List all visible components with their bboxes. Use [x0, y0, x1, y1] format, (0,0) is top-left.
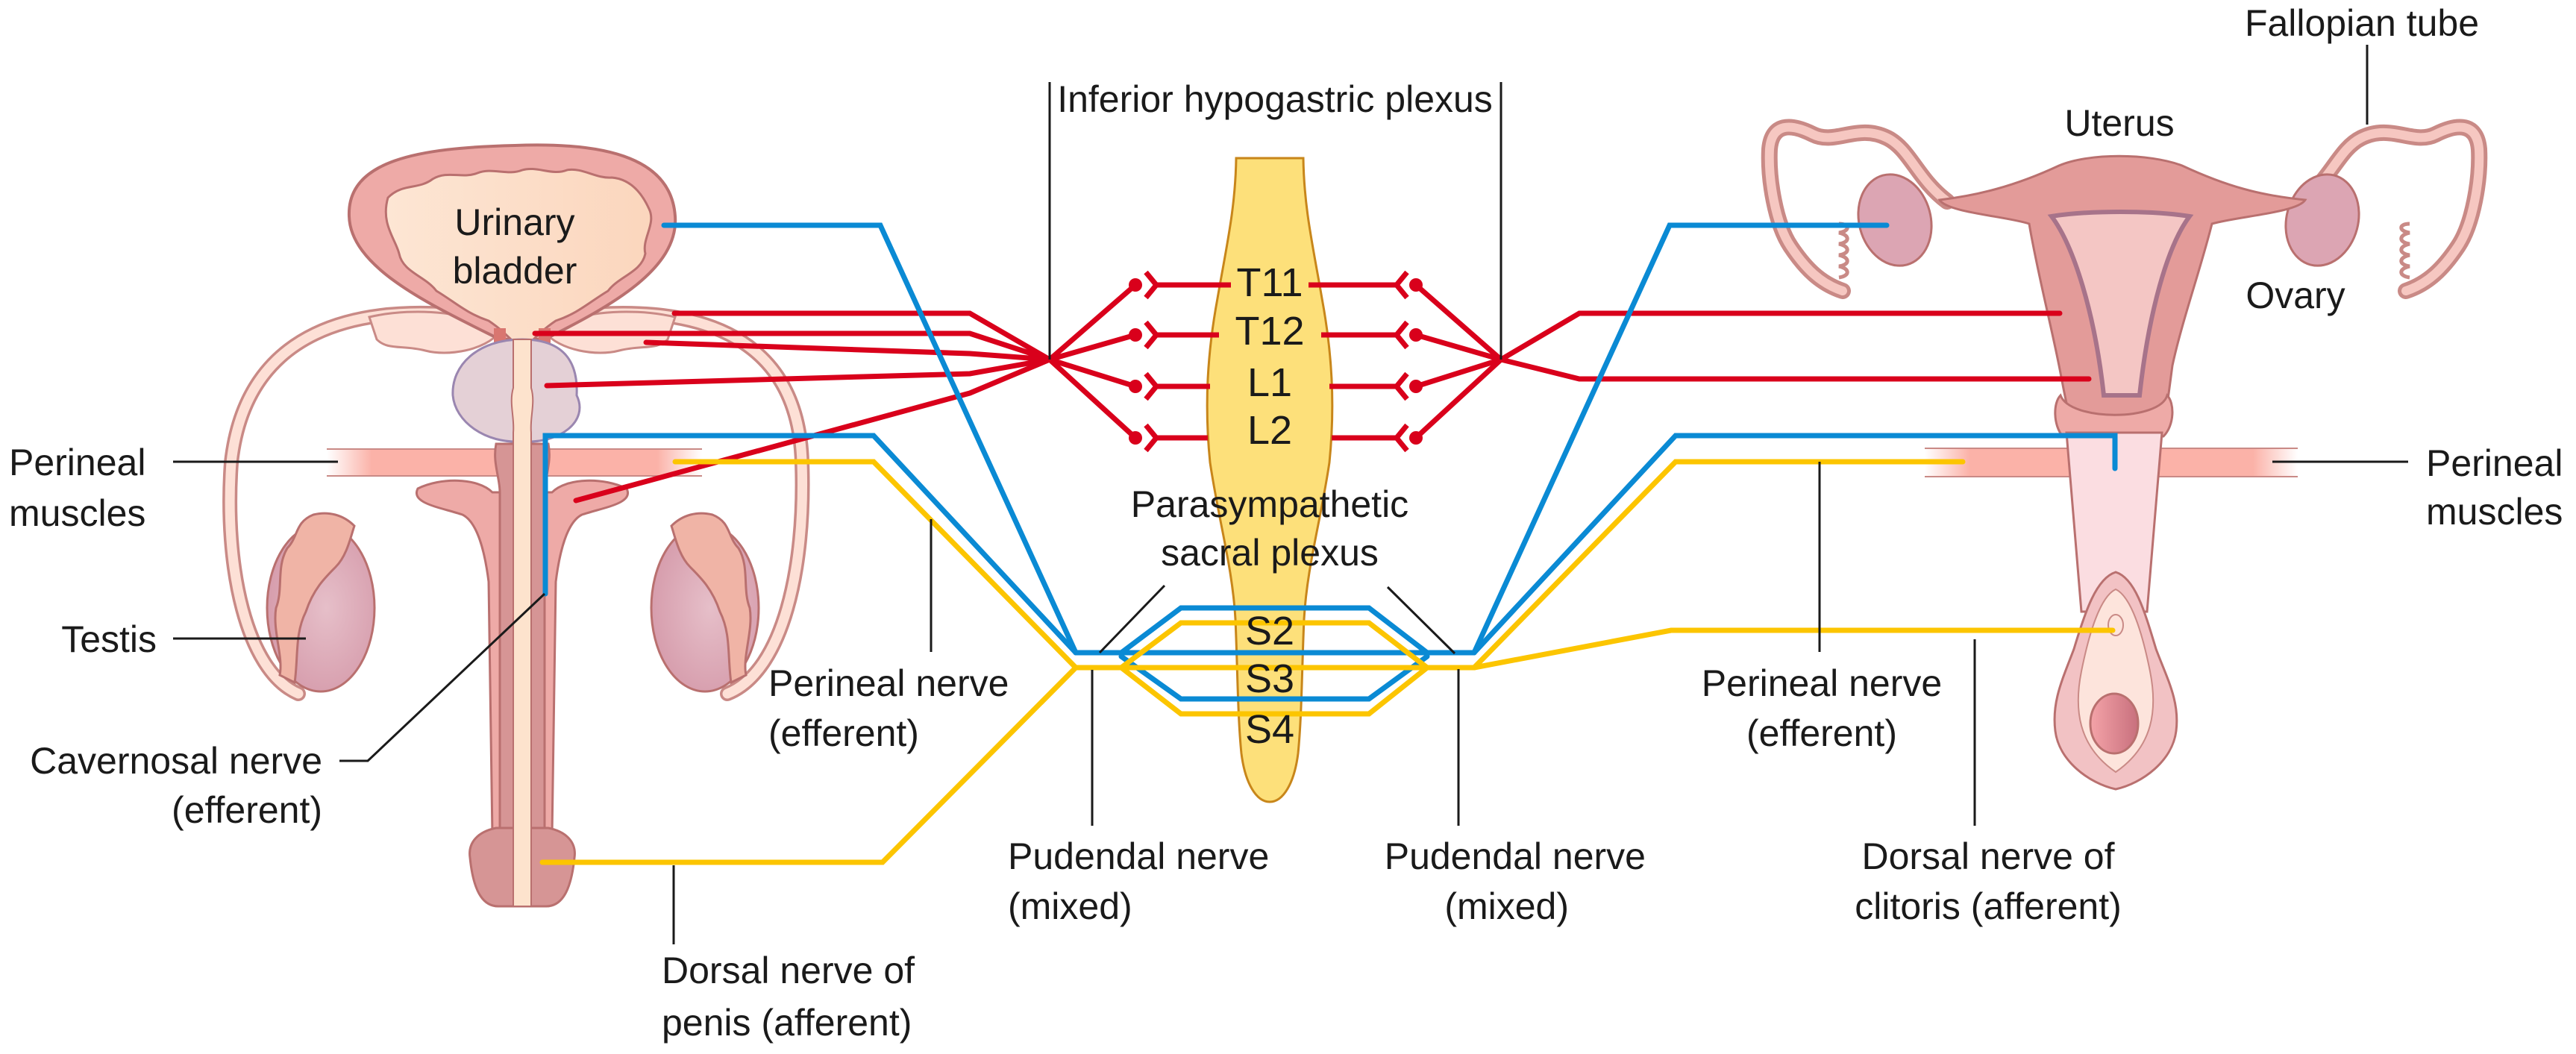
perineal-nerve-female	[1471, 459, 1966, 671]
label-cavernosal-nerve-1: Cavernosal nerve	[30, 740, 322, 782]
male-anatomy	[222, 143, 810, 908]
label-perineal-muscles-right-2: muscles	[2426, 491, 2563, 533]
parasympathetic-loop-bottom	[1118, 653, 1430, 702]
fimbriae-left	[1838, 222, 1849, 280]
label-perineal-nerve-female-1: Perineal nerve	[1702, 662, 1942, 704]
dorsal-nerve-clitoris	[1471, 627, 2116, 671]
label-cavernosal-nerve-2: (efferent)	[172, 789, 322, 831]
label-parasympathetic-sacral-plexus-1: Parasympathetic	[1131, 483, 1408, 525]
synapse-left-t12	[1049, 320, 1219, 363]
synapse-right-l2	[1332, 357, 1503, 453]
sympathetic-nerve-seminal-vesicle	[671, 310, 1053, 363]
sympathetic-nerve-uterus-lower	[1498, 357, 2092, 382]
vagina	[2065, 431, 2163, 613]
synapse-right-l1	[1329, 357, 1502, 401]
vaginal-opening	[2089, 692, 2140, 755]
label-dorsal-nerve-clitoris-2: clitoris (afferent)	[1855, 885, 2122, 927]
label-pudendal-left-2: (mixed)	[1008, 885, 1132, 927]
segment-label-s4: S4	[1245, 707, 1294, 752]
ovary-right	[2284, 173, 2360, 267]
label-testis: Testis	[61, 618, 157, 660]
spinal-cord	[1206, 157, 1334, 803]
label-perineal-nerve-male-2: (efferent)	[768, 712, 919, 754]
fimbriae-right	[2399, 222, 2410, 280]
perineal-nerve-male	[672, 459, 1079, 671]
sympathetic-nerves	[532, 270, 2092, 504]
parasympathetic-nerve-ovary	[1471, 222, 1890, 656]
label-parasympathetic-sacral-plexus-2: sacral plexus	[1161, 532, 1379, 574]
synapse-left-l2	[1047, 357, 1208, 453]
cord-segment-labels: T11 T12 L1 L2 S2 S3 S4	[1235, 260, 1304, 752]
label-perineal-muscles-left-2: muscles	[9, 492, 145, 534]
label-pudendal-right-1: Pudendal nerve	[1385, 835, 1646, 877]
label-fallopian-tube: Fallopian tube	[2245, 2, 2479, 44]
somatic-loop-bottom	[1118, 665, 1430, 717]
cervix	[2054, 393, 2174, 438]
somatic-loop-top	[1118, 620, 1430, 671]
sympathetic-nerve-bladder-neck	[532, 330, 1053, 363]
sympathetic-nerve-vas-deferens	[643, 339, 1053, 363]
segment-label-s3: S3	[1245, 656, 1294, 701]
testis-right	[650, 512, 760, 693]
label-perineal-muscles-left-1: Perineal	[9, 442, 145, 483]
synapse-right-t12	[1321, 320, 1502, 363]
leader-cavernosal	[339, 592, 546, 762]
dorsal-nerve-penis	[539, 665, 1079, 865]
segment-label-t12: T12	[1235, 309, 1304, 354]
labels: Inferior hypogastric plexus Parasympathe…	[9, 2, 2563, 1044]
somatic-nerves	[539, 459, 2116, 865]
label-perineal-muscles-right-1: Perineal	[2426, 442, 2563, 484]
female-anatomy	[1761, 119, 2488, 791]
ovary-left	[1857, 173, 1933, 267]
testis-left	[266, 512, 376, 693]
synapse-left-l1	[1048, 357, 1210, 401]
uterine-cavity	[2047, 210, 2194, 398]
bladder-lumen	[384, 168, 653, 345]
label-uterus: Uterus	[2064, 102, 2174, 144]
label-pudendal-right-2: (mixed)	[1444, 885, 1569, 927]
segment-label-l2: L2	[1247, 408, 1292, 453]
urethra	[510, 339, 534, 907]
parasympathetic-loop-top	[1118, 605, 1430, 656]
label-ovary: Ovary	[2246, 275, 2345, 316]
label-dorsal-nerve-penis-1: Dorsal nerve of	[662, 950, 915, 991]
leader-sacral-right	[1386, 586, 1456, 655]
label-urinary-bladder-1: Urinary	[454, 201, 574, 243]
segment-label-s2: S2	[1245, 609, 1294, 653]
label-dorsal-nerve-clitoris-1: Dorsal nerve of	[1861, 835, 2114, 877]
label-pudendal-left-1: Pudendal nerve	[1008, 835, 1269, 877]
label-perineal-nerve-male-1: Perineal nerve	[768, 662, 1009, 704]
segment-label-t11: T11	[1236, 260, 1303, 305]
leader-sacral-left	[1098, 584, 1166, 654]
parasympathetic-nerve-bladder	[661, 222, 1079, 656]
synapse-left-t11	[1047, 270, 1231, 362]
synapse-right-t11	[1309, 270, 1503, 362]
cavernosal-nerve	[542, 433, 1079, 656]
sympathetic-nerve-uterus-upper	[1498, 310, 2063, 363]
sympathetic-nerve-prostate	[544, 357, 1053, 389]
segment-label-l1: L1	[1247, 360, 1292, 405]
leader-lines	[173, 45, 2408, 944]
label-dorsal-nerve-penis-2: penis (afferent)	[662, 1002, 912, 1044]
parasympathetic-nerve-vagina	[1471, 433, 2118, 656]
label-urinary-bladder-2: bladder	[453, 250, 577, 292]
label-perineal-nerve-female-2: (efferent)	[1746, 712, 1897, 754]
sympathetic-nerve-bulbospongiosus	[573, 357, 1053, 504]
label-inferior-hypogastric-plexus: Inferior hypogastric plexus	[1057, 78, 1493, 120]
